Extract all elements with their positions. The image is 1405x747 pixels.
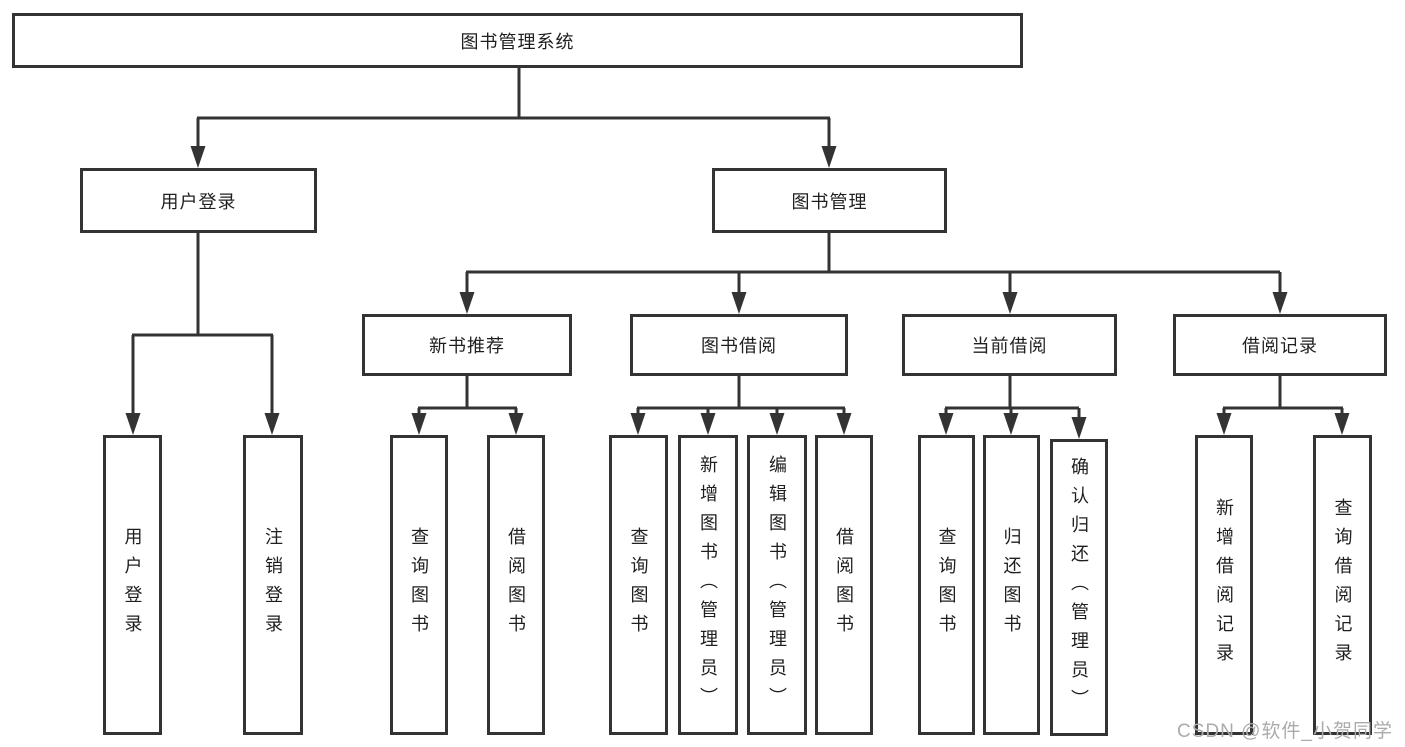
- node-borrow-record: 借阅记录: [1173, 314, 1387, 376]
- node-book-management: 图书管理: [712, 168, 947, 233]
- node-user-login: 用户登录: [80, 168, 317, 233]
- leaf-user-login-label: 用户登录: [122, 527, 143, 643]
- node-new-book-recommend: 新书推荐: [362, 314, 572, 376]
- node-root-label: 图书管理系统: [460, 31, 575, 52]
- leaf-add-borrow-record: 新增借阅记录: [1195, 435, 1253, 735]
- leaf-borrow-query-book: 查询图书: [609, 435, 668, 735]
- leaf-user-login: 用户登录: [103, 435, 162, 735]
- leaf-recommend-borrow-book: 借阅图书: [487, 435, 545, 735]
- leaf-confirm-return-admin: 确认归还（管理员）: [1050, 439, 1108, 736]
- node-book-borrow: 图书借阅: [630, 314, 848, 376]
- leaf-return-book: 归还图书: [983, 435, 1040, 735]
- csdn-watermark: CSDN @软件_小贺同学: [1177, 721, 1393, 742]
- leaf-borrow-borrow-book: 借阅图书: [815, 435, 873, 735]
- node-current-borrow: 当前借阅: [902, 314, 1117, 376]
- leaf-query-borrow-record-label: 查询借阅记录: [1332, 498, 1353, 672]
- node-book-management-label: 图书管理: [791, 191, 868, 212]
- node-current-borrow-label: 当前借阅: [971, 336, 1048, 356]
- node-user-login-label: 用户登录: [160, 191, 237, 212]
- leaf-current-query-book: 查询图书: [918, 435, 975, 735]
- leaf-recommend-query-book: 查询图书: [390, 435, 448, 735]
- leaf-logout-label: 注销登录: [263, 527, 283, 643]
- node-book-borrow-label: 图书借阅: [701, 336, 777, 356]
- leaf-add-book-admin: 新增图书（管理员）: [678, 435, 738, 735]
- leaf-add-borrow-record-label: 新增借阅记录: [1214, 498, 1234, 672]
- leaf-logout: 注销登录: [243, 435, 303, 735]
- leaf-confirm-return-admin-label: 确认归还（管理员）: [1069, 457, 1089, 718]
- leaf-borrow-borrow-book-label: 借阅图书: [834, 527, 854, 643]
- leaf-query-borrow-record: 查询借阅记录: [1313, 435, 1372, 735]
- leaf-borrow-query-book-label: 查询图书: [628, 527, 649, 643]
- leaf-edit-book-admin-label: 编辑图书（管理员）: [767, 454, 787, 716]
- leaf-edit-book-admin: 编辑图书（管理员）: [747, 435, 807, 735]
- node-borrow-record-label: 借阅记录: [1242, 336, 1318, 356]
- node-new-book-recommend-label: 新书推荐: [429, 336, 505, 356]
- leaf-return-book-label: 归还图书: [1001, 527, 1022, 643]
- leaf-recommend-query-book-label: 查询图书: [409, 527, 429, 643]
- leaf-recommend-borrow-book-label: 借阅图书: [506, 527, 526, 643]
- leaf-current-query-book-label: 查询图书: [936, 527, 957, 643]
- node-root: 图书管理系统: [12, 13, 1023, 68]
- leaf-add-book-admin-label: 新增图书（管理员）: [698, 454, 718, 716]
